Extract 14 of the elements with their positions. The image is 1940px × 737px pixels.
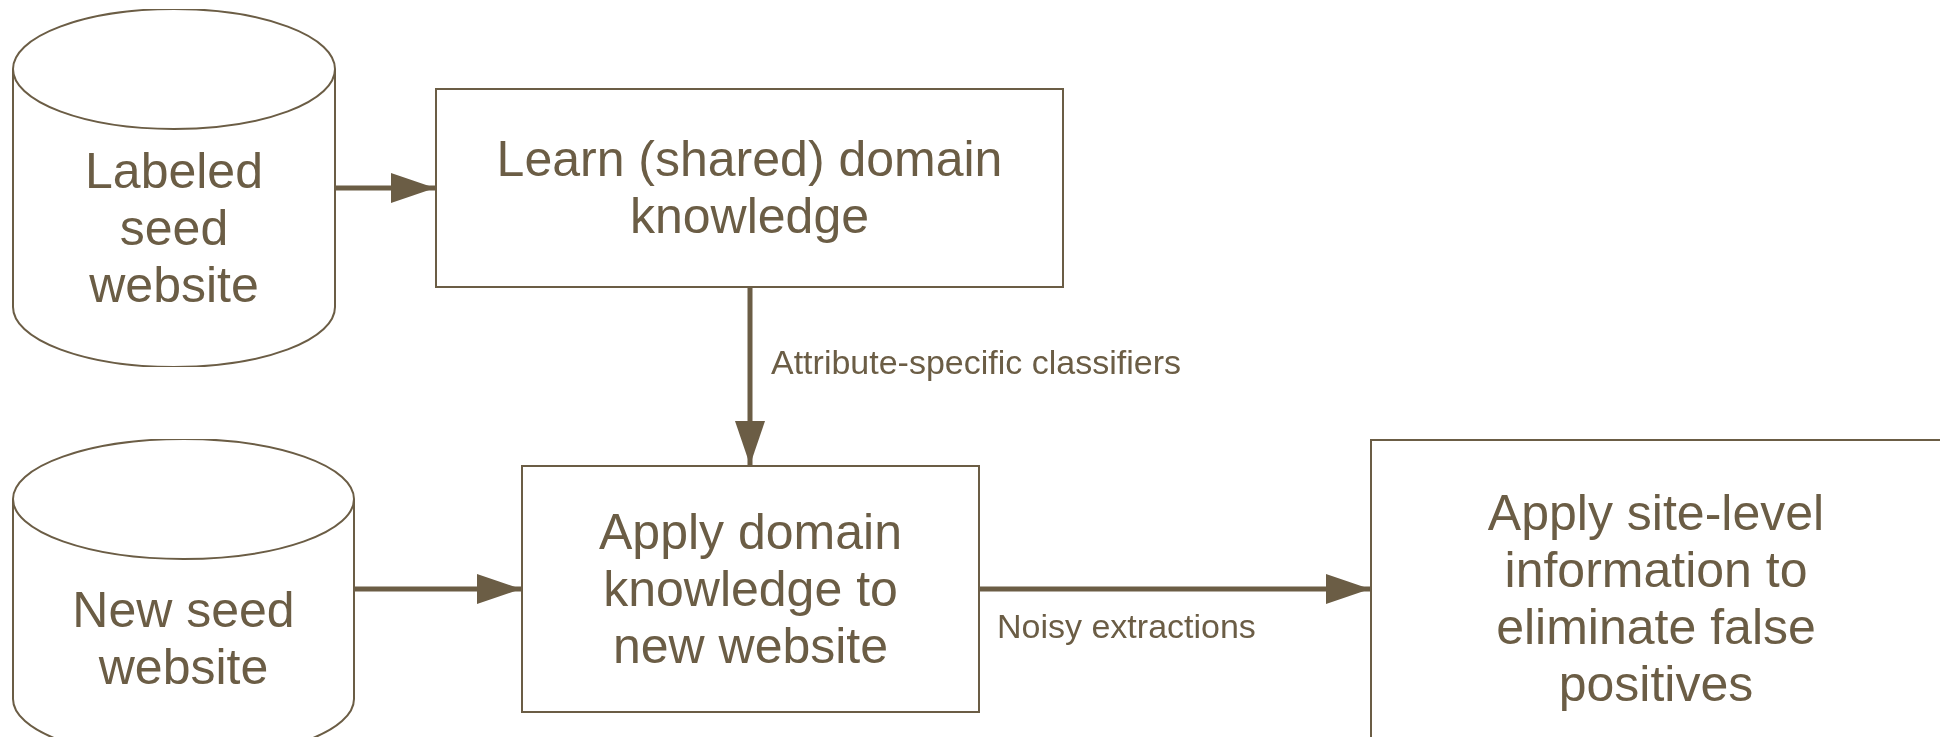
process-box — [1370, 439, 1940, 737]
node-label: New seed website — [71, 582, 296, 696]
database-cylinder — [12, 439, 355, 737]
arrow — [355, 574, 521, 604]
database-cylinder — [12, 9, 336, 367]
process-box — [521, 465, 980, 713]
node-label: Apply domain knowledge to new website — [598, 503, 903, 675]
process-box — [435, 88, 1064, 288]
arrow — [980, 574, 1370, 604]
node-label: Labeled seed website — [84, 142, 264, 314]
arrow — [336, 173, 435, 203]
node-label: Apply site-level information to eliminate false positives — [1486, 485, 1826, 713]
arrow — [735, 288, 765, 465]
node-label: Learn (shared) domain knowledge — [495, 131, 1004, 245]
